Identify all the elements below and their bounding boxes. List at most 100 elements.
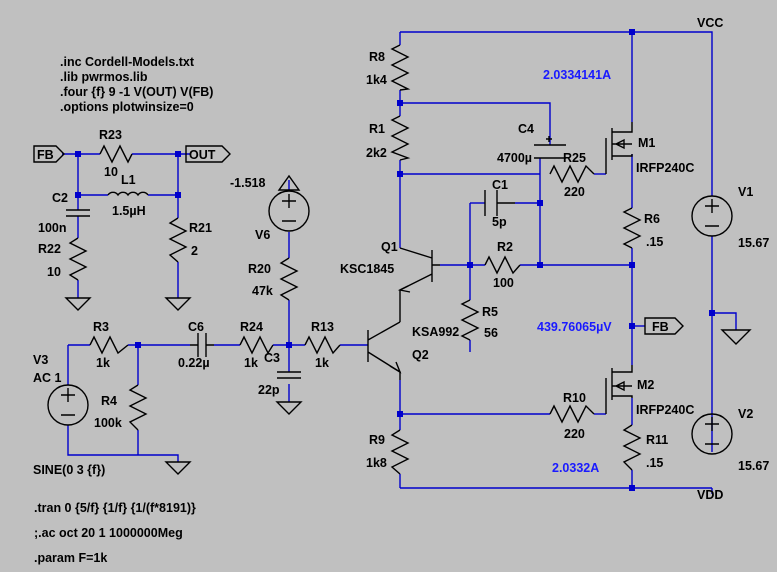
label-r8-name: R8 bbox=[369, 50, 385, 64]
label-r1-name: R1 bbox=[369, 122, 385, 136]
label-v1-value: 15.67 bbox=[738, 236, 769, 250]
label-r11-name: R11 bbox=[646, 433, 668, 447]
label-r2-value: 100 bbox=[493, 276, 514, 290]
capacitor-c3[interactable] bbox=[277, 371, 301, 379]
ground-icon bbox=[64, 297, 92, 311]
resistor-r11[interactable] bbox=[622, 424, 642, 471]
resistor-r24[interactable] bbox=[239, 335, 274, 355]
label-c6-name: C6 bbox=[188, 320, 204, 334]
capacitor-c2[interactable] bbox=[66, 209, 90, 217]
label-r21-name: R21 bbox=[189, 221, 212, 235]
resistor-r5[interactable] bbox=[460, 299, 480, 341]
label-r2-name: R2 bbox=[497, 240, 513, 254]
label-v3-source: SINE(0 3 {f}) bbox=[33, 463, 105, 477]
ground-icon bbox=[720, 329, 752, 345]
ground-icon bbox=[164, 297, 192, 311]
net-label-out: OUT bbox=[189, 148, 216, 162]
label-c2-value: 100n bbox=[38, 221, 67, 235]
net-label-fb: FB bbox=[652, 320, 669, 334]
ground-icon bbox=[164, 461, 192, 475]
label-l1-value: 1.5µH bbox=[112, 204, 146, 218]
transistor-q2[interactable] bbox=[367, 290, 402, 380]
label-c3-name: C3 bbox=[264, 351, 280, 365]
resistor-r1[interactable] bbox=[390, 115, 411, 161]
label-m2-value: IRFP240C bbox=[636, 403, 694, 417]
resistor-r20[interactable] bbox=[279, 257, 299, 301]
label-r4-value: 100k bbox=[94, 416, 122, 430]
net-flag-fb-right[interactable]: FB bbox=[644, 317, 684, 335]
label-v3-name: V3 bbox=[33, 353, 48, 367]
net-label-vdd: VDD bbox=[697, 488, 723, 502]
resistor-r3[interactable] bbox=[89, 335, 129, 355]
resistor-r8[interactable] bbox=[390, 44, 411, 91]
junctions bbox=[75, 29, 715, 491]
label-v6-value: -1.518 bbox=[230, 176, 265, 190]
label-c2-name: C2 bbox=[52, 191, 68, 205]
directive-line[interactable]: .options plotwinsize=0 bbox=[60, 100, 194, 114]
source-v6[interactable] bbox=[268, 190, 310, 232]
analysis-directive[interactable]: ;.ac oct 20 1 1000000Meg bbox=[34, 526, 183, 540]
label-c6-value: 0.22µ bbox=[178, 356, 210, 370]
label-r4-name: R4 bbox=[101, 394, 117, 408]
analysis-directive[interactable]: .tran 0 {5/f} {1/f} {1/(f*8191)} bbox=[34, 501, 196, 515]
label-r22-name: R22 bbox=[38, 242, 61, 256]
resistor-r25[interactable] bbox=[549, 164, 595, 184]
capacitor-c4[interactable] bbox=[534, 136, 566, 159]
label-r13-name: R13 bbox=[311, 320, 334, 334]
capacitor-c1[interactable] bbox=[484, 190, 515, 216]
label-r20-name: R20 bbox=[248, 262, 271, 276]
label-r10-value: 220 bbox=[564, 427, 585, 441]
measurement-i-top: 2.0334141A bbox=[543, 68, 611, 82]
mosfet-m1[interactable] bbox=[605, 122, 633, 174]
label-r23-value: 10 bbox=[104, 165, 118, 179]
resistor-r9[interactable] bbox=[390, 429, 410, 475]
label-q2-name: Q2 bbox=[412, 348, 429, 362]
label-m1-name: M1 bbox=[638, 136, 655, 150]
label-r24-value: 1k bbox=[244, 356, 258, 370]
label-c1-name: C1 bbox=[492, 178, 508, 192]
net-label-vcc: VCC bbox=[697, 16, 723, 30]
label-r3-value: 1k bbox=[96, 356, 110, 370]
label-r11-value: .15 bbox=[646, 456, 663, 470]
net-flag-out[interactable]: OUT bbox=[185, 145, 231, 163]
ground-icon bbox=[275, 401, 303, 415]
resistor-r6[interactable] bbox=[622, 207, 642, 249]
directive-line[interactable]: .four {f} 9 -1 V(OUT) V(FB) bbox=[60, 85, 213, 99]
resistor-r22[interactable] bbox=[68, 237, 88, 281]
source-v3[interactable] bbox=[47, 384, 89, 426]
label-r5-name: R5 bbox=[482, 305, 498, 319]
label-r9-value: 1k8 bbox=[366, 456, 387, 470]
source-v1[interactable] bbox=[691, 195, 733, 237]
label-c3-value: 22p bbox=[258, 383, 280, 397]
label-r1-value: 2k2 bbox=[366, 146, 387, 160]
measurement-v-fb: 439.76065µV bbox=[537, 320, 612, 334]
label-r6-name: R6 bbox=[644, 212, 660, 226]
label-r23-name: R23 bbox=[99, 128, 122, 142]
source-v2[interactable] bbox=[691, 413, 733, 455]
mosfet-m2[interactable] bbox=[605, 365, 633, 414]
inductor-l1[interactable] bbox=[107, 191, 149, 197]
resistor-r2[interactable] bbox=[484, 255, 521, 275]
label-c4-value: 4700µ bbox=[497, 151, 532, 165]
label-r25-value: 220 bbox=[564, 185, 585, 199]
label-r13-value: 1k bbox=[315, 356, 329, 370]
label-r10-name: R10 bbox=[563, 391, 586, 405]
net-flag-fb-left[interactable]: FB bbox=[33, 145, 65, 163]
resistor-r23[interactable] bbox=[99, 144, 133, 164]
label-m2-name: M2 bbox=[637, 378, 654, 392]
label-r6-value: .15 bbox=[646, 235, 663, 249]
net-arrow-icon bbox=[277, 174, 301, 191]
resistor-r13[interactable] bbox=[304, 335, 341, 355]
label-q2-value: KSA992 bbox=[412, 325, 459, 339]
analysis-directive[interactable]: .param F=1k bbox=[34, 551, 107, 565]
measurement-i-bottom: 2.0332A bbox=[552, 461, 599, 475]
label-r21-value: 2 bbox=[191, 244, 198, 258]
directive-line[interactable]: .inc Cordell-Models.txt bbox=[60, 55, 195, 69]
capacitor-c6[interactable] bbox=[190, 333, 214, 357]
directive-line[interactable]: .lib pwrmos.lib bbox=[60, 70, 148, 84]
transistor-q1[interactable] bbox=[397, 247, 440, 293]
resistor-r4[interactable] bbox=[128, 384, 148, 431]
resistor-r21[interactable] bbox=[168, 217, 188, 263]
resistor-r10[interactable] bbox=[549, 404, 595, 424]
